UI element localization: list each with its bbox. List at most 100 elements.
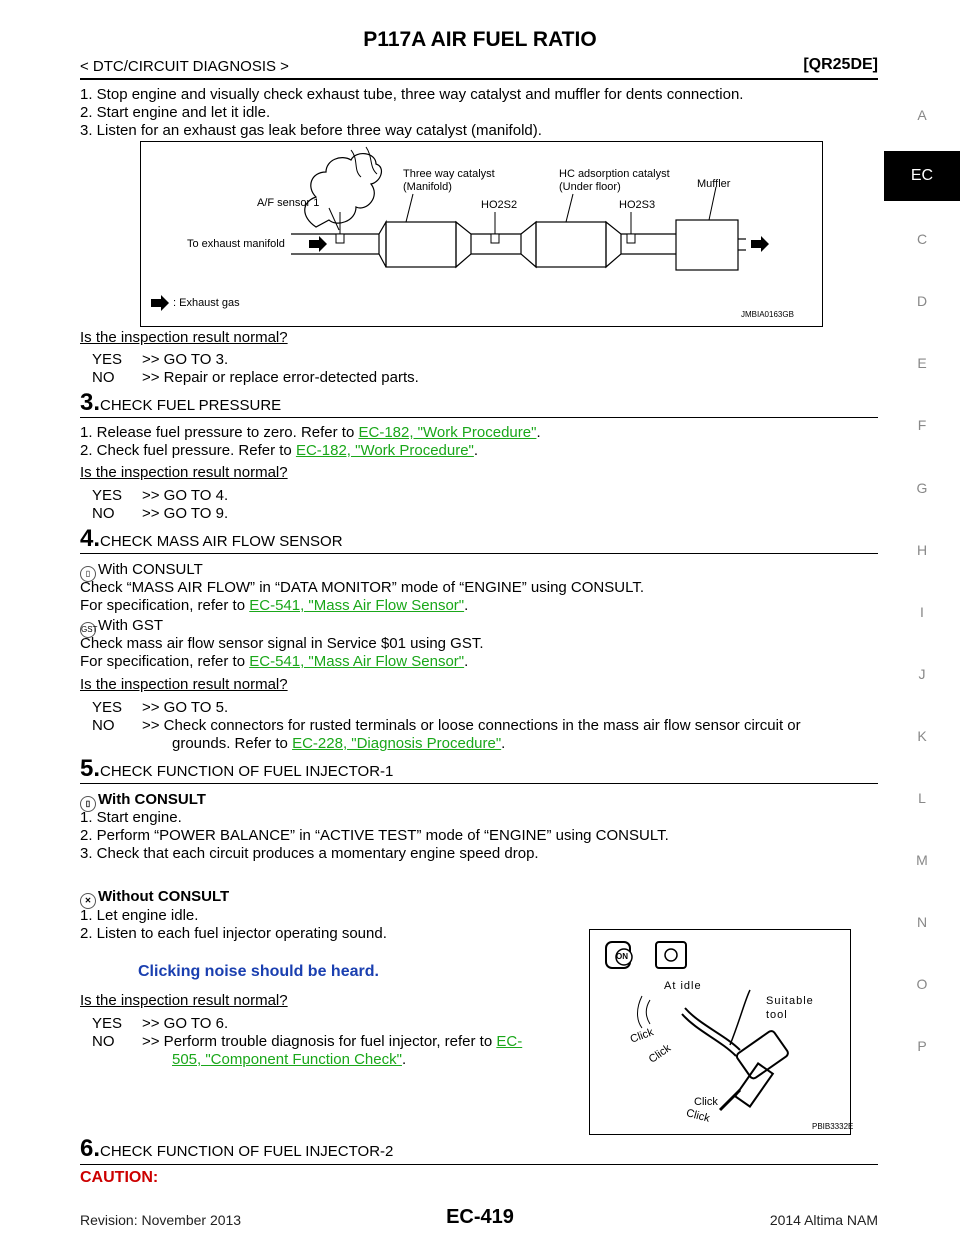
label-hc: HC adsorption catalyst <box>559 168 670 180</box>
step3-question: Is the inspection result normal? <box>80 464 288 481</box>
figure-code: PBIB3332E <box>812 1122 854 1131</box>
engine-label: [QR25DE] <box>803 56 878 73</box>
label-twc-manifold: (Manifold) <box>403 181 452 193</box>
step4-no: >> Check connectors for rusted terminals… <box>142 717 801 734</box>
no-consult-icon: ✕ <box>80 893 96 909</box>
step5-consult-head: With CONSULT <box>98 791 206 808</box>
step5-w1: 1. Let engine idle. <box>80 907 199 924</box>
consult-icon-2: ▯ <box>80 796 96 812</box>
click-label-3: Click <box>694 1096 718 1108</box>
model-label: 2014 Altima NAM <box>769 1212 878 1228</box>
step3-no-key: NO <box>92 505 115 522</box>
tab-m[interactable]: M <box>916 852 928 868</box>
step4-no-key: NO <box>92 717 115 734</box>
tab-g[interactable]: G <box>916 480 928 496</box>
step6-heading: 6.CHECK FUNCTION OF FUEL INJECTOR-2 <box>80 1135 393 1163</box>
on-label: ON <box>616 952 628 961</box>
suitable-label: Suitable <box>766 995 814 1007</box>
step4-yes-key: YES <box>92 699 123 716</box>
step5-question: Is the inspection result normal? <box>80 992 288 1009</box>
step5-line-2: 2. Perform “POWER BALANCE” in “ACTIVE TE… <box>80 827 669 844</box>
step6-rule <box>80 1164 878 1165</box>
link-ec-505-a[interactable]: EC- <box>496 1033 523 1050</box>
step5-without-head: Without CONSULT <box>98 888 230 905</box>
section-label: < DTC/CIRCUIT DIAGNOSIS > <box>80 58 289 75</box>
step4-title: CHECK MASS AIR FLOW SENSOR <box>100 533 343 550</box>
tab-a[interactable]: A <box>917 107 927 123</box>
step3-title: CHECK FUEL PRESSURE <box>100 397 282 414</box>
step4-gst-head: With GST <box>98 617 164 634</box>
step4-no-2: grounds. Refer to EC-228, "Diagnosis Pro… <box>172 735 506 752</box>
step2-line-3: 3. Listen for an exhaust gas leak before… <box>80 122 542 139</box>
step5-no: >> Perform trouble diagnosis for fuel in… <box>142 1033 497 1050</box>
step5-w2: 2. Listen to each fuel injector operatin… <box>80 925 387 942</box>
label-ho2s2: HO2S2 <box>481 199 518 211</box>
link-ec-182-2[interactable]: EC-182, "Work Procedure" <box>295 442 474 459</box>
step4-consult-head: With CONSULT <box>98 561 203 578</box>
step4-consult-line: Check “MASS AIR FLOW” in “DATA MONITOR” … <box>80 579 644 596</box>
link-ec-541-2[interactable]: EC-541, "Mass Air Flow Sensor" <box>249 653 465 670</box>
step5-note: Clicking noise should be heard. <box>138 963 379 980</box>
header-rule <box>80 78 878 80</box>
step3-no: >> GO TO 9. <box>142 505 229 522</box>
link-ec-228[interactable]: EC-228, "Diagnosis Procedure" <box>292 735 502 752</box>
tab-n[interactable]: N <box>916 914 928 930</box>
link-ec-541-1[interactable]: EC-541, "Mass Air Flow Sensor" <box>249 597 465 614</box>
step2-question: Is the inspection result normal? <box>80 329 288 346</box>
link-ec-505-b[interactable]: 505, "Component Function Check" <box>172 1051 402 1068</box>
step4-rule <box>80 553 878 554</box>
step6-title: CHECK FUNCTION OF FUEL INJECTOR-2 <box>100 1143 394 1160</box>
caution-label: CAUTION: <box>80 1169 159 1186</box>
label-hc-under-floor: (Under floor) <box>559 181 621 193</box>
revision-label: Revision: November 2013 <box>80 1212 242 1228</box>
step2-line-2: 2. Start engine and let it idle. <box>80 104 271 121</box>
tool-label: tool <box>766 1009 788 1021</box>
tab-e[interactable]: E <box>917 355 927 371</box>
step4-yes: >> GO TO 5. <box>142 699 229 716</box>
tab-d[interactable]: D <box>916 293 928 309</box>
tab-h[interactable]: H <box>916 542 928 558</box>
step5-number: 5. <box>80 755 101 782</box>
step5-line-1: 1. Start engine. <box>80 809 182 826</box>
diagram-code: JMBIA0163GB <box>741 310 794 319</box>
step3-line-1: 1. Release fuel pressure to zero. Refer … <box>80 424 541 441</box>
label-twc: Three way catalyst <box>403 168 495 180</box>
tab-k[interactable]: K <box>917 728 927 744</box>
step2-yes: >> GO TO 3. <box>142 351 229 368</box>
tab-f[interactable]: F <box>917 417 927 433</box>
tab-l[interactable]: L <box>918 790 926 806</box>
step3-heading: 3.CHECK FUEL PRESSURE <box>80 389 281 417</box>
step5-rule <box>80 783 878 784</box>
tab-j[interactable]: J <box>918 666 926 682</box>
step3-yes: >> GO TO 4. <box>142 487 229 504</box>
step5-yes: >> GO TO 6. <box>142 1015 229 1032</box>
tab-i[interactable]: I <box>920 604 924 620</box>
step3-line-2: 2. Check fuel pressure. Refer to EC-182,… <box>80 442 479 459</box>
label-exhaust-gas-legend: : Exhaust gas <box>173 297 240 309</box>
link-ec-182-1[interactable]: EC-182, "Work Procedure" <box>358 424 537 441</box>
label-af-sensor: A/F sensor 1 <box>257 197 320 209</box>
step4-number: 4. <box>80 525 101 552</box>
step5-title: CHECK FUNCTION OF FUEL INJECTOR-1 <box>100 763 394 780</box>
step3-number: 3. <box>80 389 101 416</box>
step4-question: Is the inspection result normal? <box>80 676 288 693</box>
label-ho2s3: HO2S3 <box>619 199 656 211</box>
step5-line-3: 3. Check that each circuit produces a mo… <box>80 845 539 862</box>
step6-number: 6. <box>80 1135 101 1162</box>
gst-icon: GST <box>80 622 97 638</box>
step2-yes-key: YES <box>92 351 123 368</box>
injector-figure: ON At idle Suitable tool Click Click Cli… <box>589 929 854 1135</box>
step2-no-key: NO <box>92 369 115 386</box>
step2-line-1: 1. Stop engine and visually check exhaus… <box>80 86 744 103</box>
tab-p[interactable]: P <box>917 1038 927 1054</box>
tab-o[interactable]: O <box>916 976 928 992</box>
consult-icon: ▯ <box>80 566 96 582</box>
tab-c[interactable]: C <box>916 231 928 247</box>
step4-spec-2: For specification, refer to EC-541, "Mas… <box>80 653 469 670</box>
tab-ec[interactable]: EC <box>884 151 960 201</box>
page-number: EC-419 <box>446 1206 514 1228</box>
at-idle-label: At idle <box>664 980 702 992</box>
step5-heading: 5.CHECK FUNCTION OF FUEL INJECTOR-1 <box>80 755 393 783</box>
step5-no-key: NO <box>92 1033 115 1050</box>
page-title: P117A AIR FUEL RATIO <box>363 28 597 51</box>
